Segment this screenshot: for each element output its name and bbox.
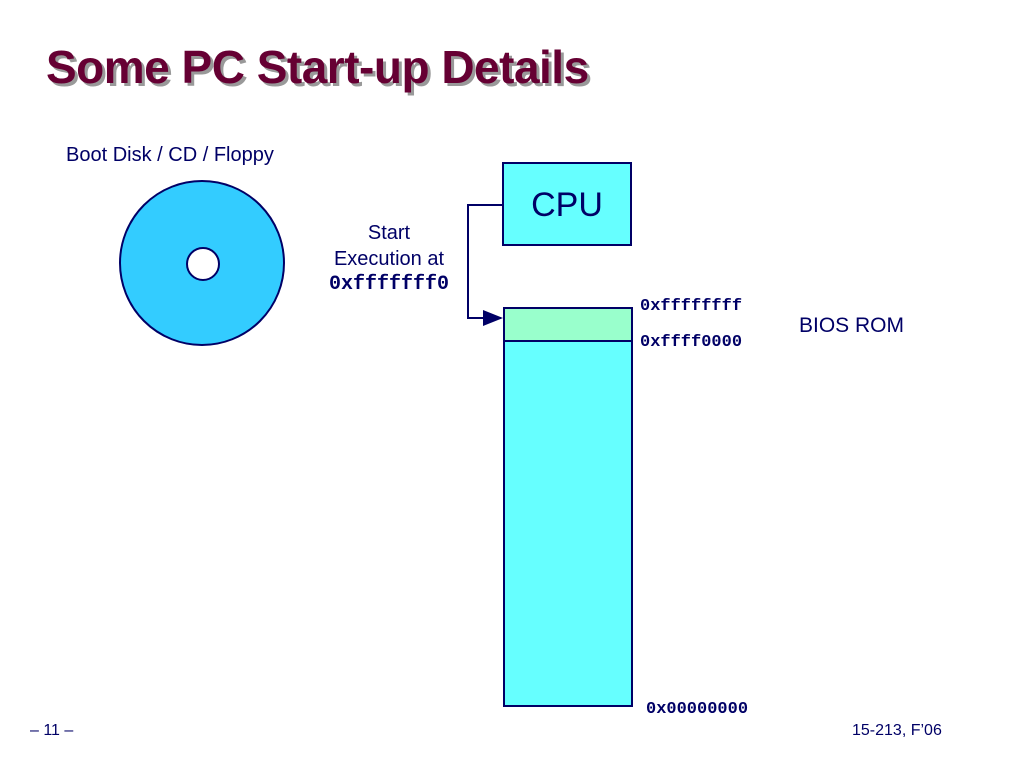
memory-block [503,307,633,707]
cpu-label: CPU [531,186,603,224]
address-bottom: 0x00000000 [646,700,749,719]
cpu-box: CPU [502,162,632,246]
start-address: 0xfffffff0 [328,273,450,296]
cpu-to-rom-arrow [467,204,503,326]
bios-rom-label: BIOS ROM [799,314,905,337]
slide-title: Some PC Start-up Details [46,41,589,93]
page-number: – 11 – [30,722,74,739]
disk-hole [186,247,220,281]
start-execution-label: Start Execution at 0xfffffff0 [300,220,478,298]
start-line-2: Execution at [333,248,445,270]
start-line-1: Start [367,222,411,244]
course-label: 15-213, F’06 [852,722,942,739]
address-rom-base: 0xffff0000 [640,333,743,352]
bios-rom-region [503,307,633,342]
address-top: 0xffffffff [640,297,743,316]
boot-disk-label: Boot Disk / CD / Floppy [66,144,274,166]
